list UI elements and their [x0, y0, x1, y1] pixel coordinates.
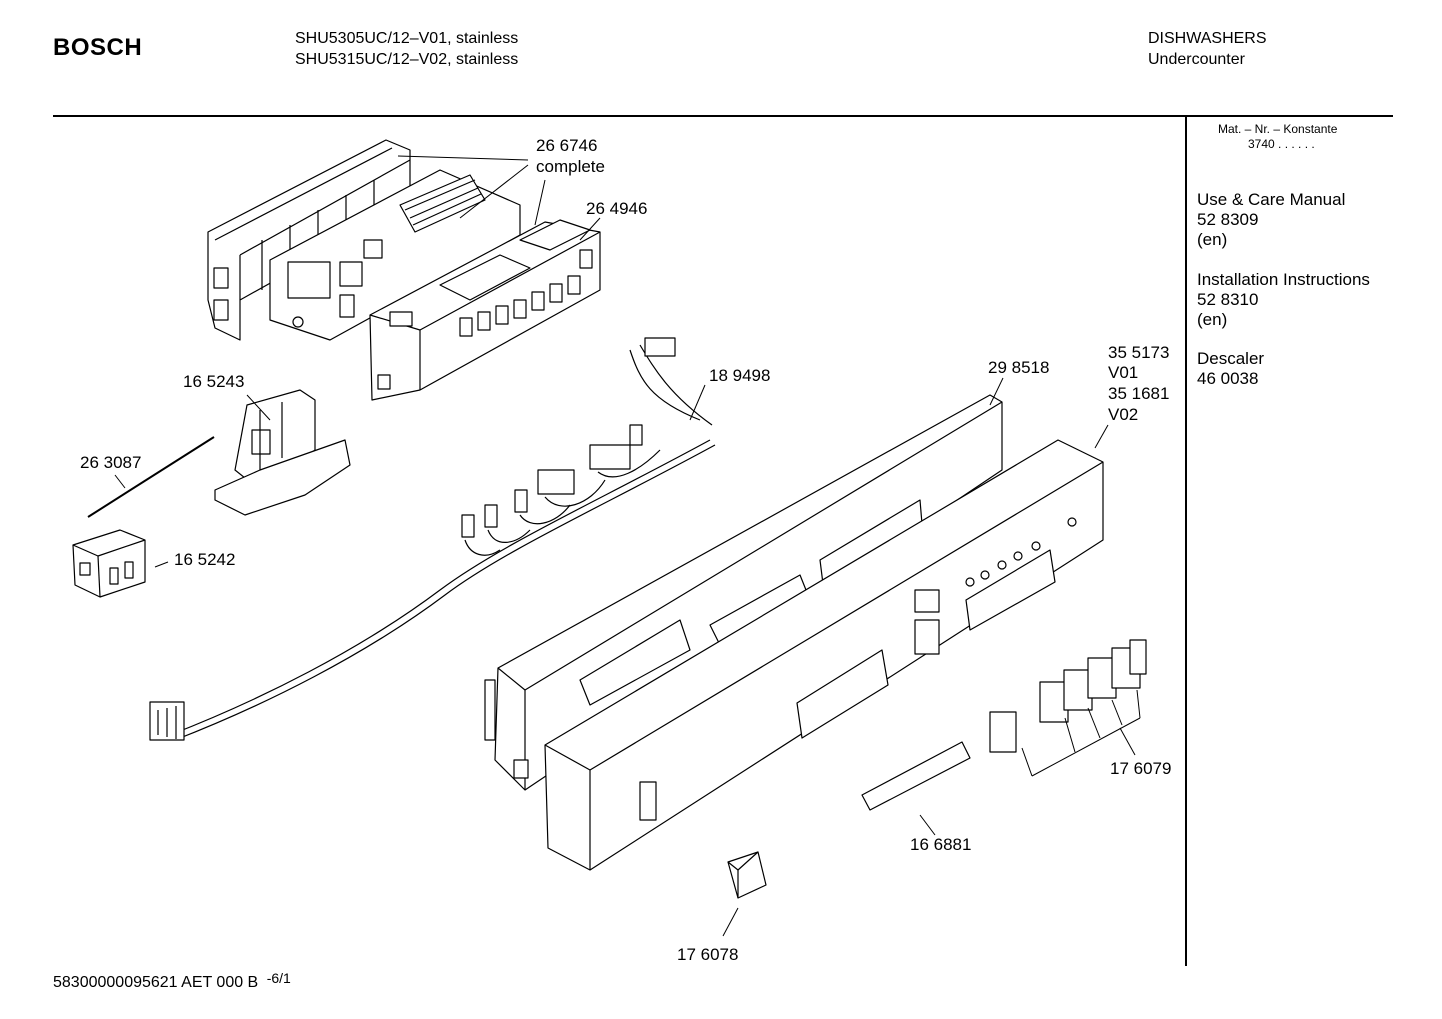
callout-166881: 16 6881 [910, 835, 972, 854]
doc-use-care-title: Use & Care Manual [1197, 190, 1346, 209]
callout-165243: 16 5243 [183, 372, 245, 391]
doc-install-number: 52 8310 [1197, 290, 1259, 309]
document-code-text: 58300000095621 AET 000 B [53, 974, 259, 991]
facia-panel-part [545, 440, 1103, 870]
cover-strip-part [862, 742, 970, 810]
callout-298518: 29 8518 [988, 358, 1050, 377]
switch-housing-part [215, 390, 350, 515]
doc-descaler-number: 46 0038 [1197, 369, 1259, 388]
model-line-2: SHU5315UC/12–V02, stainless [295, 51, 519, 68]
callout-176078: 17 6078 [677, 945, 739, 964]
callout-355173: 35 5173 [1108, 343, 1170, 362]
callout-355173-variant: V01 [1108, 363, 1139, 382]
microswitch-part [73, 530, 145, 597]
model-line-1: SHU5305UC/12–V01, stainless [295, 30, 519, 47]
category-subtitle: Undercounter [1148, 51, 1245, 68]
doc-install-lang: (en) [1197, 310, 1228, 329]
wiring-harness-part [150, 338, 715, 740]
doc-descaler-title: Descaler [1197, 349, 1265, 368]
mat-nr-value: 3740 . . . . . . [1248, 137, 1315, 151]
callout-351681-variant: V02 [1108, 405, 1139, 424]
leader-lines [115, 156, 1140, 936]
document-code: 58300000095621 AET 000 B -6/1 [53, 970, 291, 992]
doc-use-care-number: 52 8309 [1197, 210, 1259, 229]
callout-351681: 35 1681 [1108, 384, 1170, 403]
callout-266746: 26 6746 [536, 136, 598, 155]
category-title: DISHWASHERS [1148, 30, 1267, 47]
callout-165242: 16 5242 [174, 550, 236, 569]
mat-nr-label: Mat. – Nr. – Konstante [1218, 122, 1338, 136]
doc-install-title: Installation Instructions [1197, 270, 1370, 289]
rod-part [88, 437, 214, 517]
callout-176079: 17 6079 [1110, 759, 1172, 778]
callout-264946: 26 4946 [586, 199, 648, 218]
callout-266746-note: complete [536, 157, 605, 176]
operating-module-part [370, 220, 600, 400]
doc-use-care-lang: (en) [1197, 230, 1228, 249]
knob-part [728, 852, 766, 898]
brand-logo: BOSCH [53, 34, 143, 61]
callout-263087: 26 3087 [80, 453, 142, 472]
page-number: -6/1 [266, 970, 291, 986]
button-strip-part [990, 640, 1146, 752]
pcb-part [270, 170, 520, 340]
callout-189498: 18 9498 [709, 366, 771, 385]
